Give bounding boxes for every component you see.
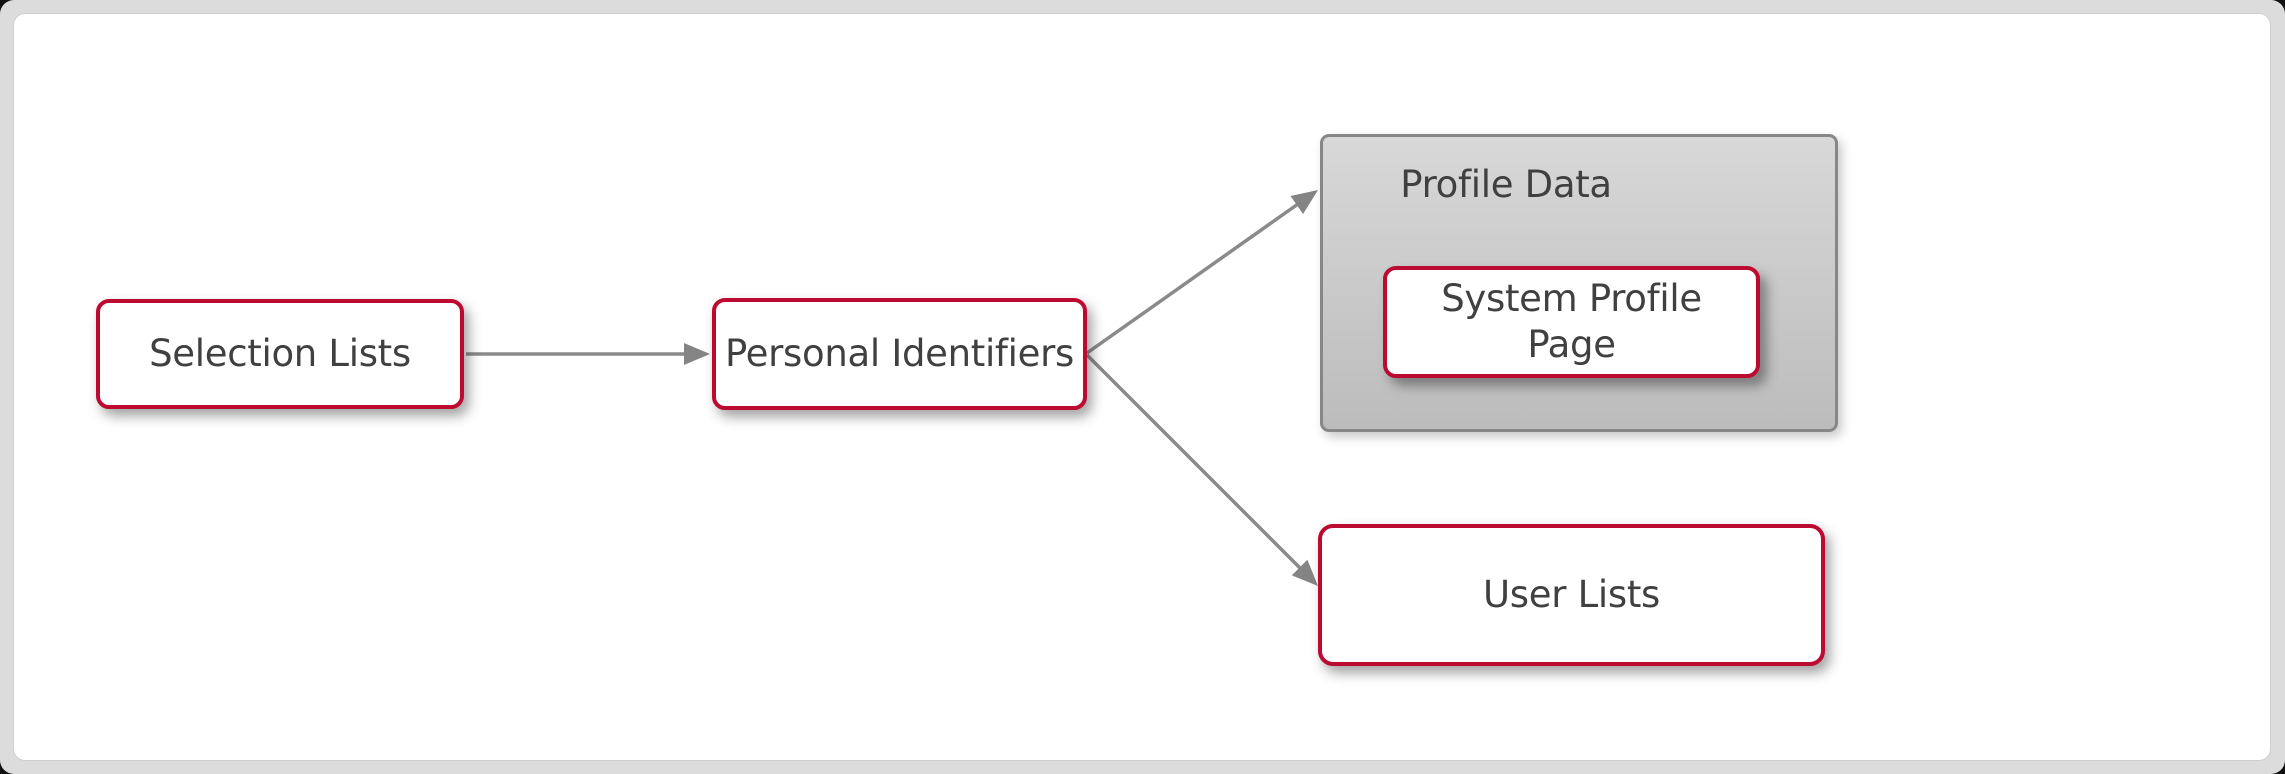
node-user-lists[interactable]: User Lists bbox=[1318, 524, 1825, 666]
node-selection-lists[interactable]: Selection Lists bbox=[96, 299, 464, 409]
group-profile-data[interactable]: Profile Data System Profile Page bbox=[1320, 134, 1838, 432]
node-selection-lists-label: Selection Lists bbox=[149, 332, 411, 375]
node-personal-identifiers[interactable]: Personal Identifiers bbox=[712, 298, 1087, 410]
node-system-profile-page-label: System Profile Page bbox=[1441, 277, 1702, 366]
group-profile-data-title: Profile Data bbox=[1400, 163, 1612, 206]
node-personal-identifiers-label: Personal Identifiers bbox=[724, 332, 1074, 375]
node-system-profile-page[interactable]: System Profile Page bbox=[1383, 266, 1760, 378]
node-user-lists-label: User Lists bbox=[1482, 573, 1661, 616]
